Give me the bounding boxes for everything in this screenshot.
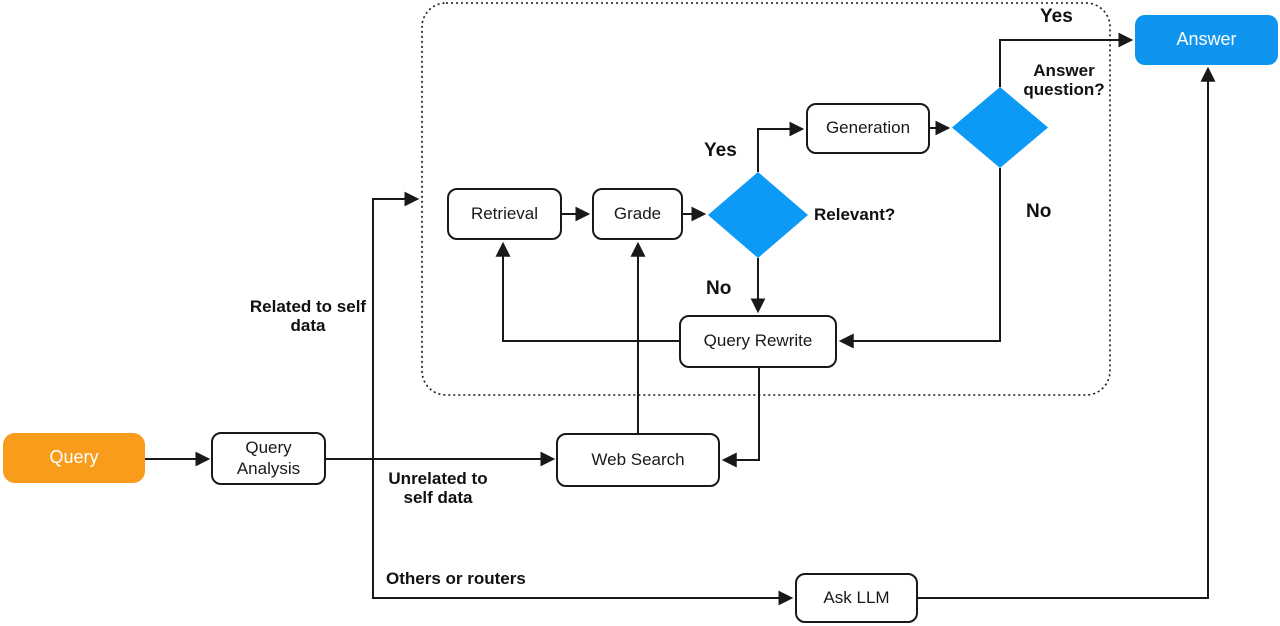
- label-others-or-routers: Others or routers: [386, 569, 526, 588]
- answer-question-decision-diamond: [952, 87, 1048, 168]
- node-web-search: Web Search: [556, 433, 720, 487]
- edge-answer-question-no-to-rewrite: [838, 168, 1001, 349]
- label-yes-to-generation: Yes: [704, 140, 737, 161]
- node-answer: Answer: [1135, 15, 1278, 65]
- rag-loop-dotted-container: [421, 2, 1111, 396]
- node-grade: Grade: [592, 188, 683, 240]
- label-no-to-rewrite: No: [1026, 201, 1052, 222]
- edge-rewrite-to-retrieval: [495, 241, 679, 342]
- edge-relevant-yes-to-generation: [757, 121, 805, 172]
- edge-analysis-to-retrieval: [372, 191, 420, 459]
- label-yes-to-answer: Yes: [1040, 6, 1073, 27]
- node-generation: Generation: [806, 103, 930, 154]
- node-ask-llm: Ask LLM: [795, 573, 918, 623]
- relevant-decision-diamond: [708, 172, 808, 258]
- label-answer-question: Answer question?: [1023, 61, 1105, 100]
- edge-rewrite-to-web-search: [721, 368, 760, 468]
- label-no-from-relevant: No: [706, 278, 732, 299]
- edge-analysis-to-ask-llm: [372, 459, 794, 606]
- label-relevant: Relevant?: [814, 205, 896, 224]
- node-query-rewrite: Query Rewrite: [679, 315, 837, 368]
- node-retrieval: Retrieval: [447, 188, 562, 240]
- node-query-analysis: Query Analysis: [211, 432, 326, 485]
- node-query: Query: [3, 433, 145, 483]
- label-related-to-self-data: Related to self data: [249, 297, 367, 336]
- label-unrelated-to-self-data: Unrelated to self data: [388, 469, 488, 508]
- edge-ask-llm-to-answer: [918, 66, 1216, 599]
- edge-answer-question-yes-to-answer: [999, 32, 1134, 87]
